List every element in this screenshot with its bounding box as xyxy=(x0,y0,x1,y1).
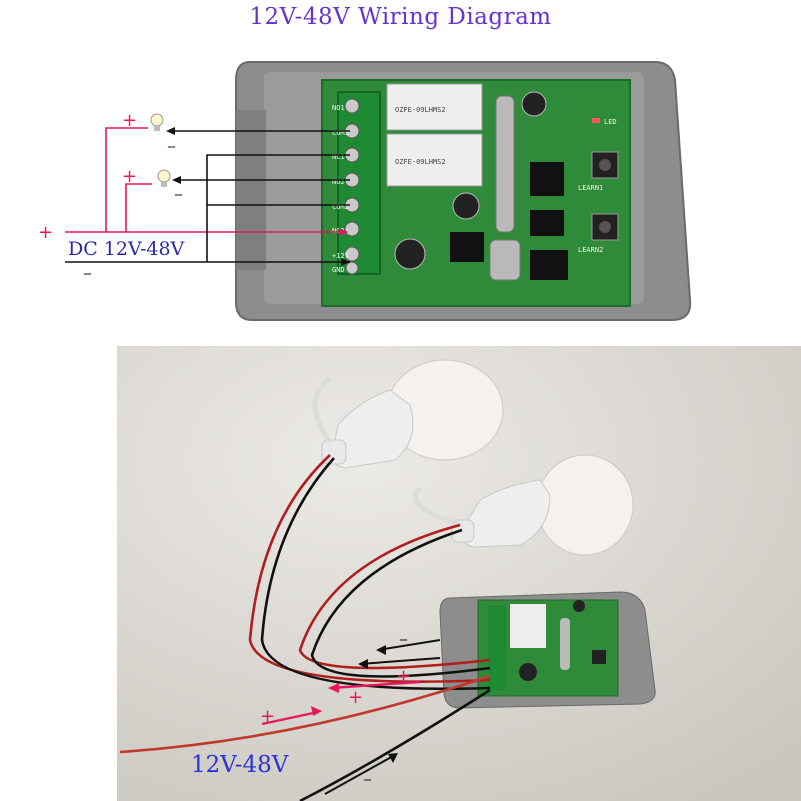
terminal-label: COM1 xyxy=(332,129,349,137)
bulb-icon xyxy=(150,113,164,131)
minus-sign: _ xyxy=(399,625,408,641)
arrow-icon xyxy=(172,176,181,184)
receiver-pcb: NO1 COM1 NC1 NO2 COM2 NC2 +12V GND OZFE-… xyxy=(321,79,631,307)
terminal-label: NC1 xyxy=(332,153,345,161)
terminal-label: NC2 xyxy=(332,227,345,235)
arrow-icon xyxy=(166,127,175,135)
minus-sign: _ xyxy=(83,259,92,275)
diagram-title: 12V-48V Wiring Diagram xyxy=(249,4,552,30)
minus-sign: _ xyxy=(167,132,176,148)
receiver-photo xyxy=(439,591,656,709)
minus-sign: _ xyxy=(363,765,372,781)
negative-arrows xyxy=(324,639,441,795)
minus-sign: _ xyxy=(174,180,183,196)
plus-sign: + xyxy=(122,166,137,187)
terminal-screws xyxy=(344,98,360,275)
plus-sign: + xyxy=(396,666,411,687)
button-label: LEARN2 xyxy=(578,246,603,254)
positive-wires xyxy=(65,127,347,233)
supply-label: DC 12V-48V xyxy=(68,238,185,260)
plus-sign: + xyxy=(38,222,53,243)
arrow-icon xyxy=(339,228,348,236)
negative-wires xyxy=(65,130,350,263)
arrow-icon xyxy=(311,706,322,716)
arrow-icon xyxy=(388,753,398,763)
plus-sign: + xyxy=(260,706,275,727)
arrow-icon xyxy=(341,258,350,266)
led-bulb-photo xyxy=(412,454,634,556)
relay-label: OZFE-09LHMS2 xyxy=(395,106,446,114)
photo-wires xyxy=(119,454,491,801)
terminal-label: COM2 xyxy=(332,203,349,211)
plus-sign: + xyxy=(348,687,363,708)
photo-supply-label: 12V-48V xyxy=(191,752,289,778)
plus-sign: + xyxy=(122,110,137,131)
terminal-label: NO2 xyxy=(332,178,345,186)
terminal-label: GND xyxy=(332,266,345,274)
terminal-label: NO1 xyxy=(332,104,345,112)
arrow-icon xyxy=(358,659,368,669)
led-bulb-photo xyxy=(312,359,504,469)
arrow-icon xyxy=(376,645,386,655)
bulb-icon xyxy=(157,169,171,187)
arrow-icon xyxy=(328,683,339,693)
terminal-label: +12V xyxy=(332,252,350,260)
led-label: LED xyxy=(604,118,617,126)
positive-arrows xyxy=(261,680,421,726)
button-label: LEARN1 xyxy=(578,184,603,192)
relay-label: OZFE-09LHMS2 xyxy=(395,158,446,166)
